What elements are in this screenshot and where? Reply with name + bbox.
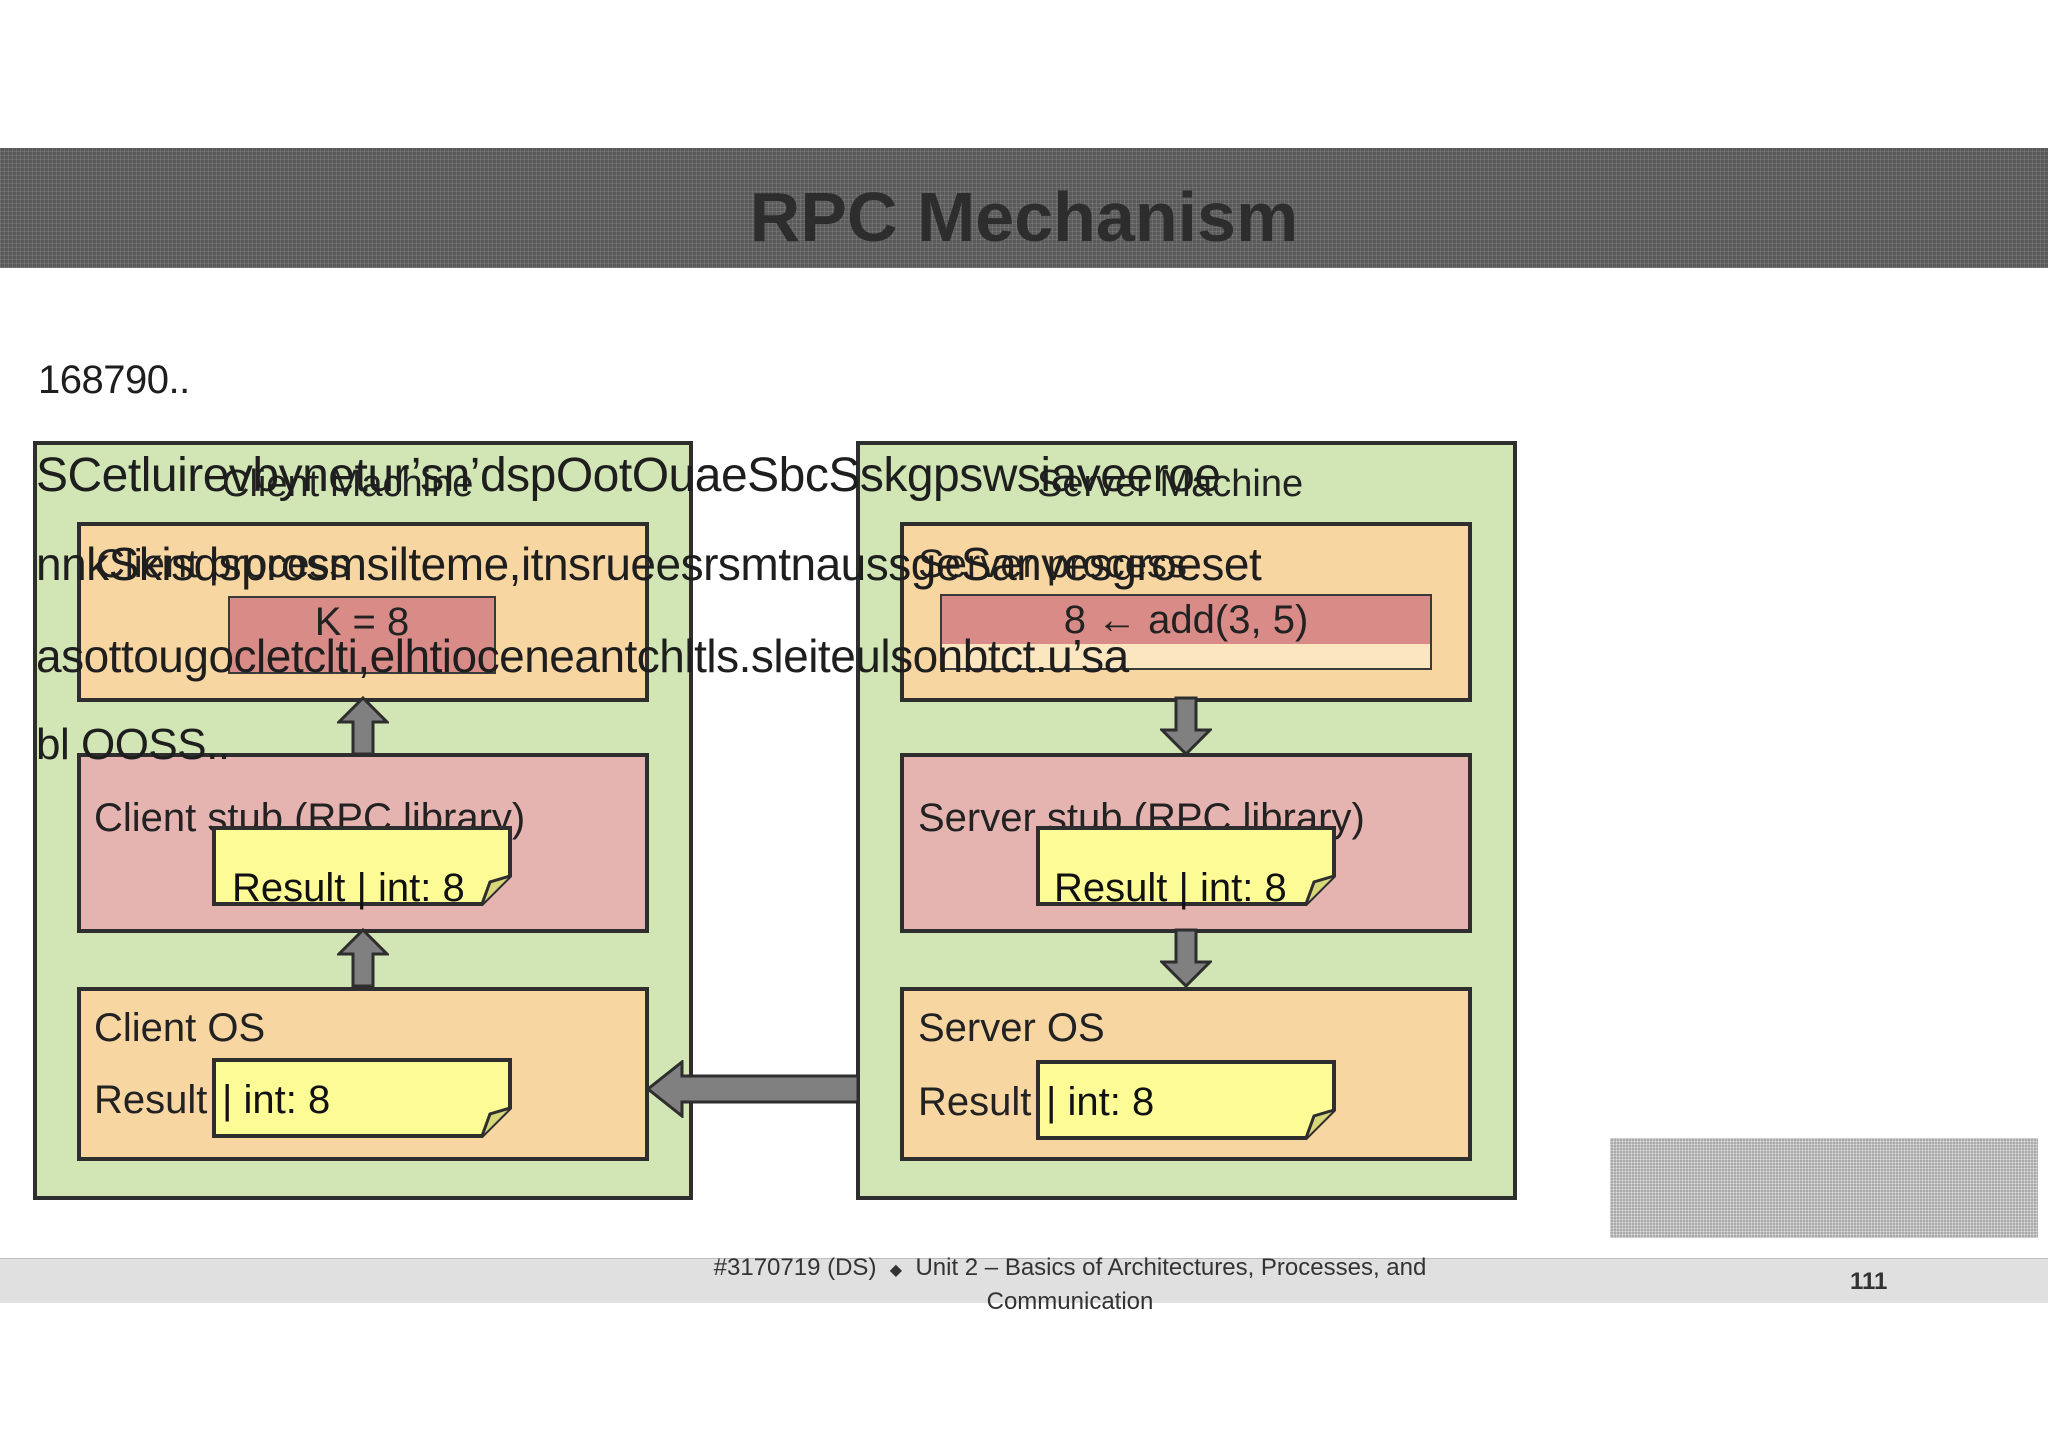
server-os-note-text: | int: 8 [1046,1080,1155,1124]
server-os-label: Server OS [918,1006,1105,1050]
text-line-3: nnkSkisdsprosmsilteme,itnsrueesrsmtnauss… [36,538,1262,590]
title-bar: RPC Mechanism [0,148,2048,268]
footer-bar [0,1258,2048,1303]
client-stub-note [212,826,512,906]
client-variable-box [228,596,496,674]
text-line-2: SCetluirevbynetur’sn’dspOotOuaeSbcSskgps… [36,449,1221,502]
text-line-5: bl OOSS.. [36,720,230,769]
corner-pattern [1610,1138,2038,1238]
client-stub-note-text: Result | int: 8 [232,866,465,910]
server-call-highlight [942,596,1430,644]
server-os-result-label: Result [918,1080,1032,1124]
server-os-note [1036,1060,1336,1140]
client-os-result-label: Result [94,1078,208,1122]
server-down-arrow-upper [1160,696,1212,756]
footer-separator-icon: ◆ [889,1262,903,1279]
client-machine-title: Client Machine [222,463,474,505]
footer-unit: Unit 2 – Basics of Architectures, Proces… [915,1254,1427,1315]
client-os-note [212,1058,512,1138]
text-line-4: asottougocletclti,elhtioceneantchltls.sl… [36,630,1129,682]
footer-course: #3170719 (DS) [713,1254,877,1281]
server-stub-note [1036,826,1336,906]
page-number: 111 [1850,1268,1888,1295]
client-process-label: Client process [96,542,350,586]
slide-title: RPC Mechanism [749,178,1299,256]
text-line-1: 168790.. [38,358,190,402]
client-variable: K = 8 [314,600,410,644]
server-down-arrow-lower [1160,928,1212,988]
client-up-arrow-lower [337,928,389,988]
client-os-label: Client OS [94,1006,266,1050]
client-os-note-text: | int: 8 [222,1078,331,1122]
server-process-label: Server process [918,542,1187,586]
server-machine-title: Server Machine [1037,463,1304,505]
server-call: 8 ← add(3, 5) [1063,598,1309,642]
server-stub-note-text: Result | int: 8 [1054,866,1287,910]
client-up-arrow-upper [337,696,389,756]
footer-text: #3170719 (DS) ◆ Unit 2 – Basics of Archi… [660,1252,1480,1317]
server-to-client-arrow [646,1060,860,1118]
